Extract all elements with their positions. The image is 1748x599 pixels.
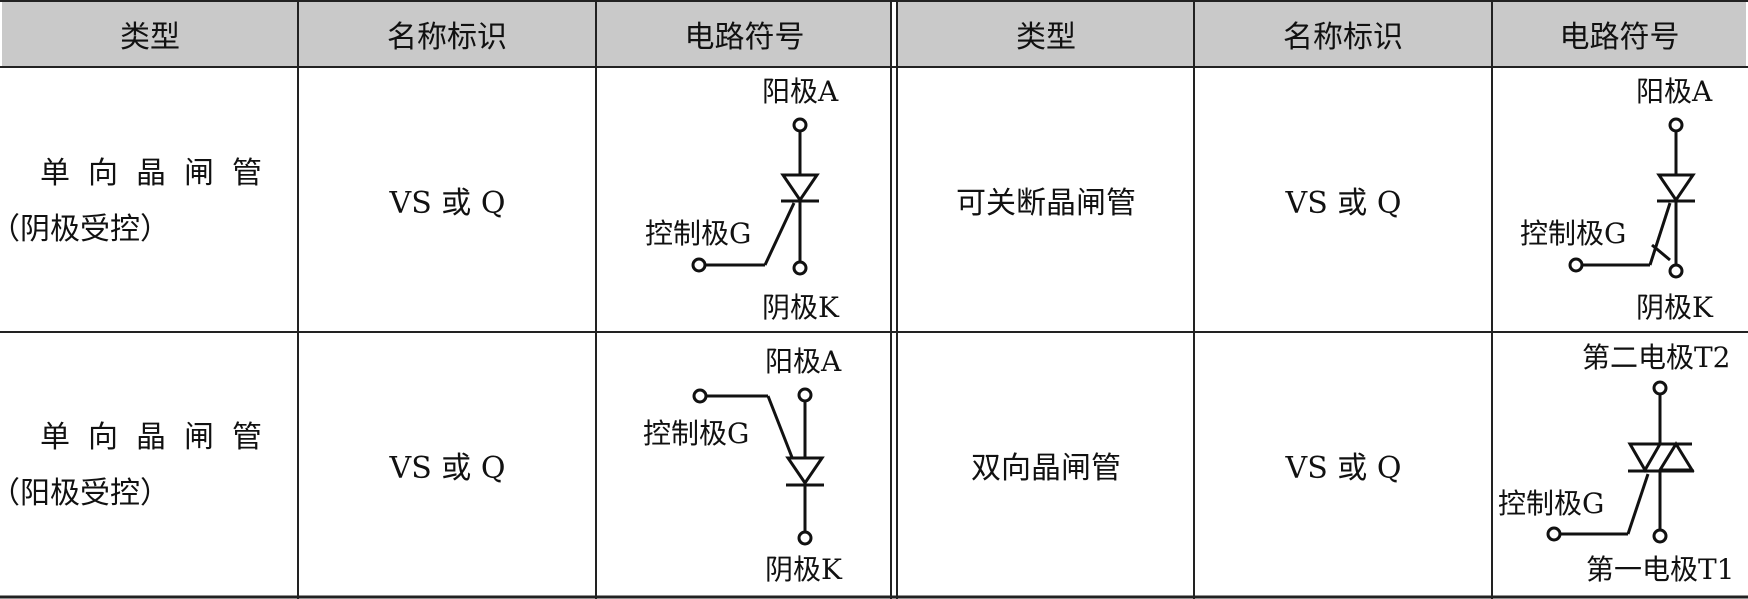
- row1-right-type-text: 可关断晶闸管: [956, 186, 1136, 221]
- row1-left-type: 单向晶闸管 （阴极受控）: [0, 142, 298, 262]
- header-id-left: 名称标识: [299, 2, 595, 66]
- row1-left-id: VS 或 Q: [299, 68, 596, 332]
- row1-left-type-line1: 单向晶闸管: [40, 156, 280, 191]
- header-symbol-left-text: 电路符号: [684, 20, 805, 55]
- row2-left-type-line1: 单向晶闸管: [40, 420, 280, 455]
- header-id-left-text: 名称标识: [387, 20, 507, 55]
- row1-left-type-line2: （阴极受控）: [0, 212, 170, 247]
- header-id-right: 名称标识: [1195, 2, 1491, 66]
- row2-left-anode-label: 阳极A: [765, 345, 842, 378]
- row2-right-id: VS 或 Q: [1195, 333, 1492, 597]
- row2-left-cathode-label: 阴极K: [765, 553, 842, 586]
- row1-right-type: 可关断晶闸管: [898, 68, 1194, 332]
- row1-left-cathode-label: 阴极K: [762, 291, 839, 324]
- header-type-left: 类型: [2, 2, 298, 66]
- row1-left-anode-label: 阳极A: [762, 75, 839, 108]
- row2-right-t2-label: 第二电极T2: [1582, 341, 1731, 374]
- header-symbol-left: 电路符号: [597, 2, 892, 66]
- header-type-left-text: 类型: [120, 20, 180, 55]
- row1-right-anode-label: 阳极A: [1636, 75, 1713, 108]
- row1-right-gate-label: 控制极G: [1520, 217, 1627, 250]
- header-id-right-text: 名称标识: [1283, 20, 1403, 55]
- row2-right-type-text: 双向晶闸管: [971, 451, 1121, 486]
- row2-left-id-text: VS 或 Q: [389, 451, 506, 486]
- row2-left-gate-label: 控制极G: [643, 417, 750, 450]
- header-type-right-text: 类型: [1016, 20, 1076, 55]
- header-type-right: 类型: [898, 2, 1194, 66]
- row2-right-type: 双向晶闸管: [898, 333, 1194, 597]
- row1-right-cathode-label: 阴极K: [1636, 291, 1713, 324]
- row1-right-id-text: VS 或 Q: [1285, 186, 1402, 221]
- row2-left-type-line2: （阳极受控）: [0, 476, 170, 511]
- row2-left-id: VS 或 Q: [299, 333, 596, 597]
- row2-right-t1-label: 第一电极T1: [1586, 553, 1735, 586]
- row1-left-id-text: VS 或 Q: [389, 186, 506, 221]
- row1-left-gate-label: 控制极G: [645, 217, 752, 250]
- row1-right-id: VS 或 Q: [1195, 68, 1492, 332]
- row2-right-gate-label: 控制极G: [1498, 487, 1605, 520]
- row2-left-type: 单向晶闸管 （阳极受控）: [0, 406, 298, 526]
- header-symbol-right: 电路符号: [1493, 2, 1746, 66]
- header-symbol-right-text: 电路符号: [1559, 20, 1680, 55]
- row2-right-id-text: VS 或 Q: [1285, 451, 1402, 486]
